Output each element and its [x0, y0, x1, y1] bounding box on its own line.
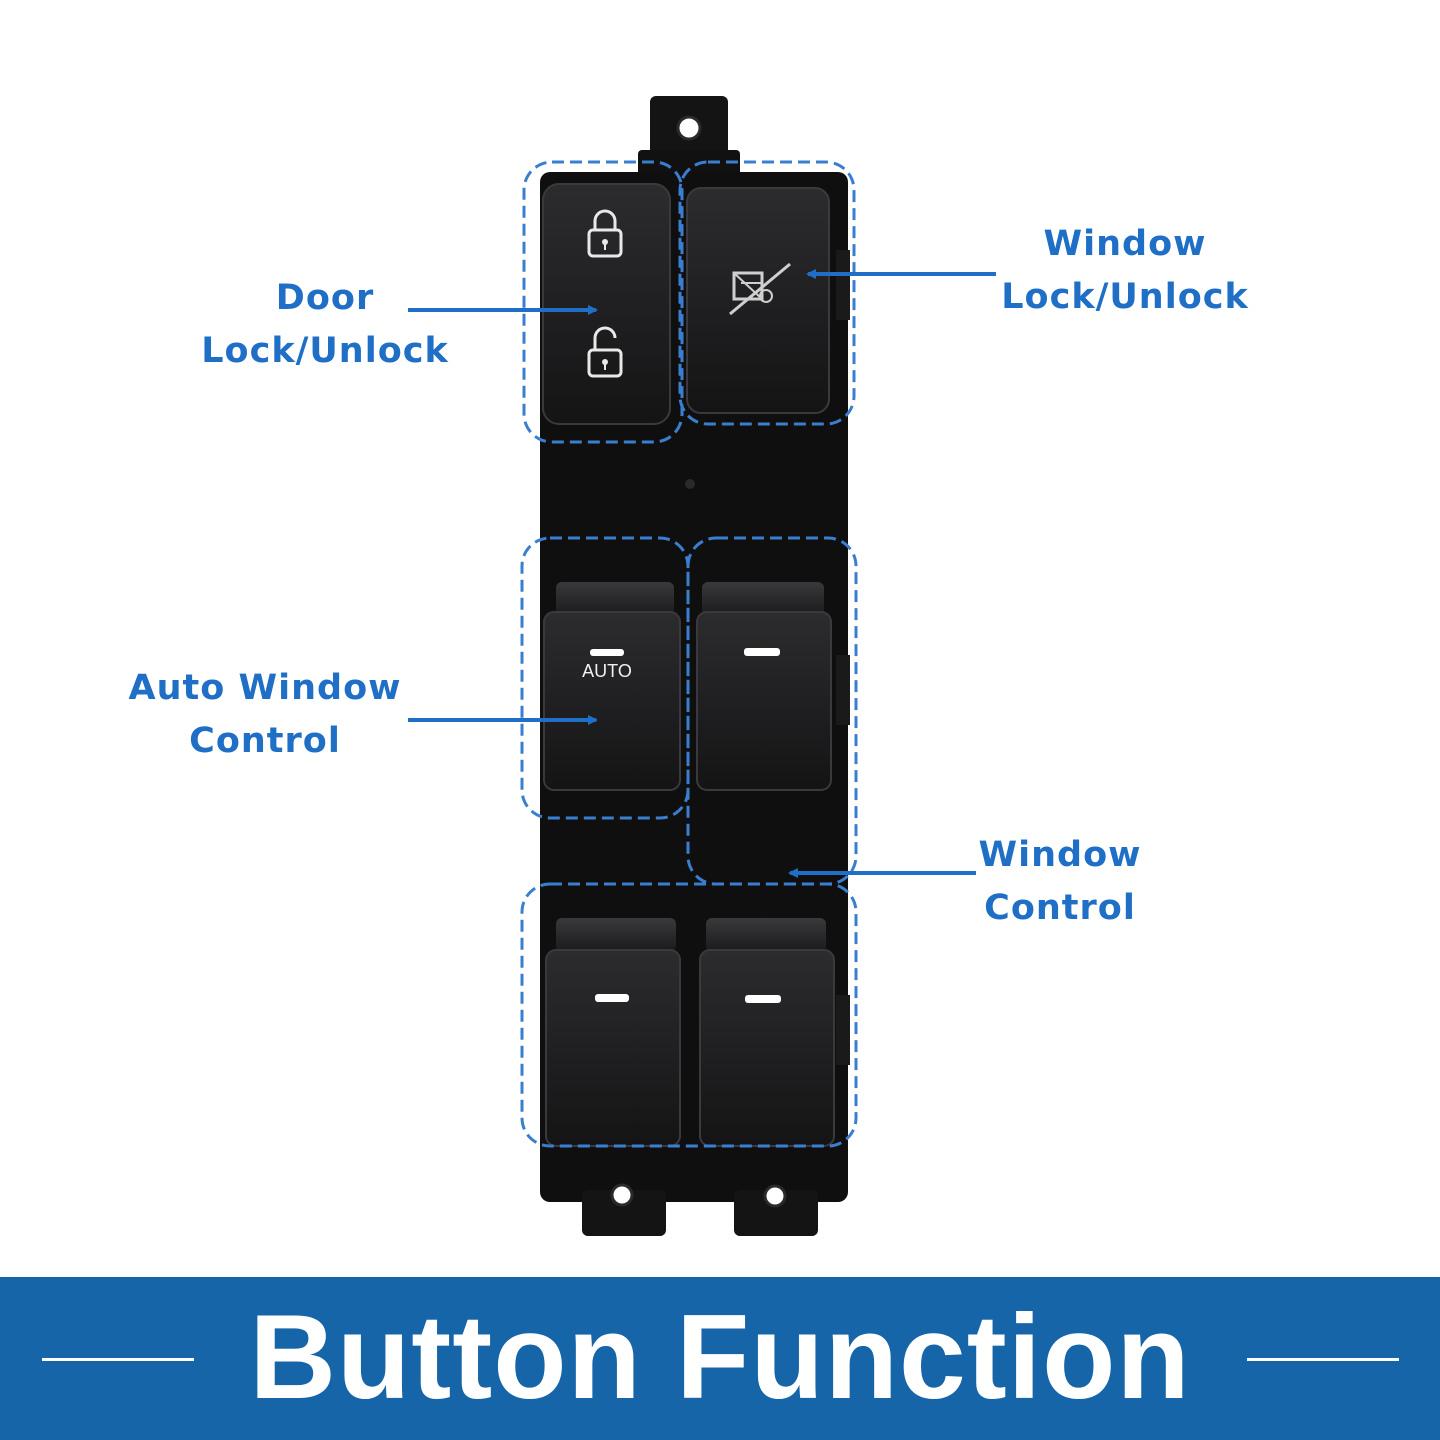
- mount-tab-bottom-right: [734, 1184, 818, 1236]
- window-switch-rear-right: [699, 918, 835, 1147]
- banner-rule-right: [1247, 1358, 1399, 1361]
- banner-title: Button Function: [249, 1290, 1191, 1424]
- screw-dot: [685, 479, 695, 489]
- door-lock-label: Door Lock/Unlock: [201, 278, 449, 371]
- dashed-highlight-window-lock: [678, 160, 856, 426]
- window-lock-icon: [729, 262, 791, 316]
- window-lock-button: [686, 187, 830, 414]
- window-lock-label: Window Lock/Unlock: [1001, 224, 1249, 317]
- banner-rule-left: [42, 1358, 194, 1361]
- window-switch-front-right: [696, 582, 832, 791]
- lock-closed-icon: [587, 209, 623, 258]
- side-rail: [836, 250, 850, 320]
- mount-tab-bottom-left: [582, 1183, 666, 1236]
- auto-window-label: Auto Window Control: [128, 668, 402, 761]
- door-lock-button: [542, 183, 671, 425]
- window-control-label: Window Control: [978, 835, 1142, 928]
- window-switch-rear-left: [545, 918, 681, 1147]
- dashed-highlight-rear: [520, 882, 858, 1148]
- lock-open-icon: [587, 326, 623, 378]
- auto-window-switch: [543, 582, 681, 791]
- dashed-highlight-door: [522, 160, 684, 444]
- title-banner: Button Function: [0, 1277, 1440, 1440]
- dashed-highlight-auto: [520, 536, 690, 820]
- auto-text: AUTO: [582, 661, 632, 681]
